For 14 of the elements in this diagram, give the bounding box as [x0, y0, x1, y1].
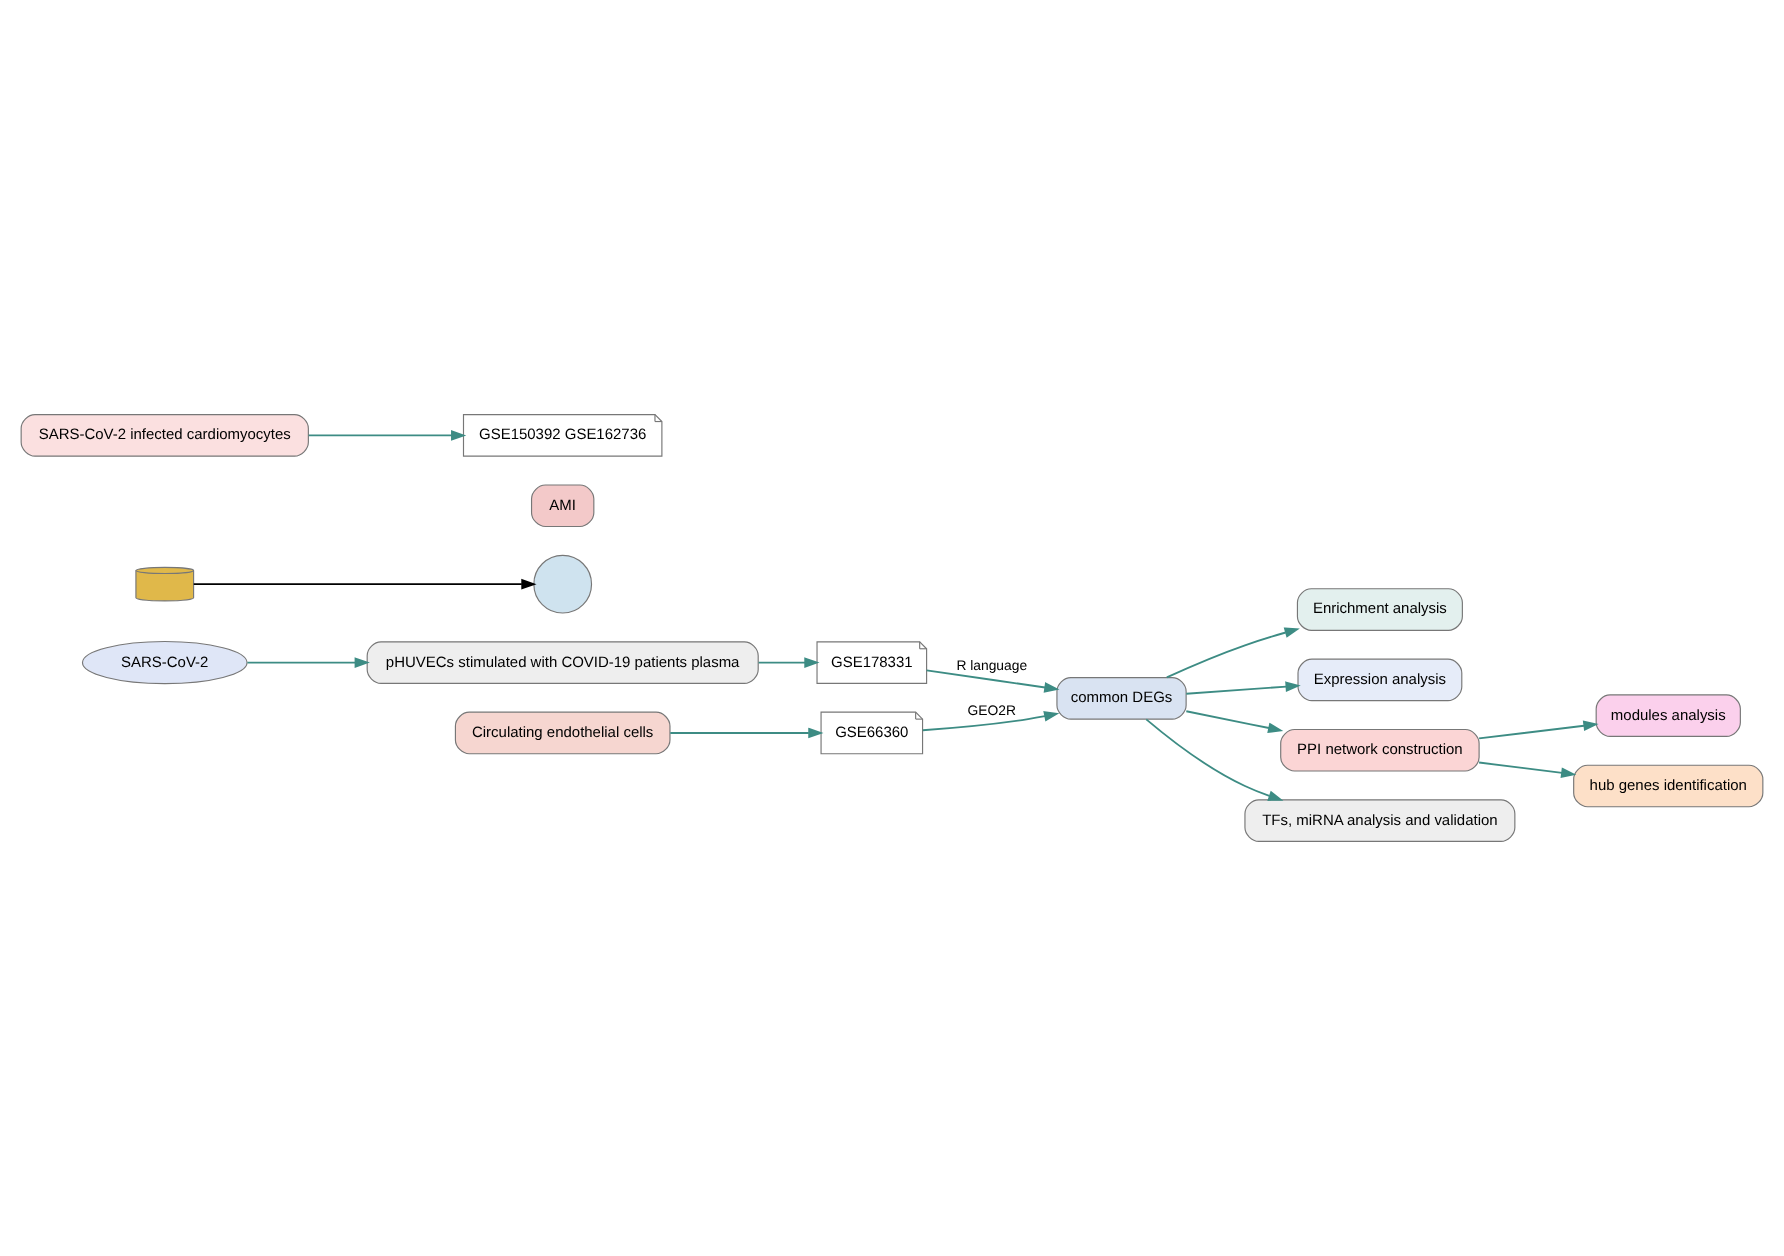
arrow [246, 657, 370, 668]
arrow [1478, 761, 1577, 779]
arrow [192, 578, 537, 590]
arrow [307, 430, 467, 441]
arrow [925, 669, 1060, 693]
arrow [757, 657, 820, 668]
arrow [1145, 718, 1284, 801]
arrow [1185, 710, 1284, 734]
node-circle [533, 554, 593, 614]
arrow [921, 711, 1060, 732]
arrow [1185, 681, 1301, 695]
arrow [1478, 720, 1599, 740]
arrow [669, 727, 824, 739]
arrow [1165, 627, 1300, 679]
